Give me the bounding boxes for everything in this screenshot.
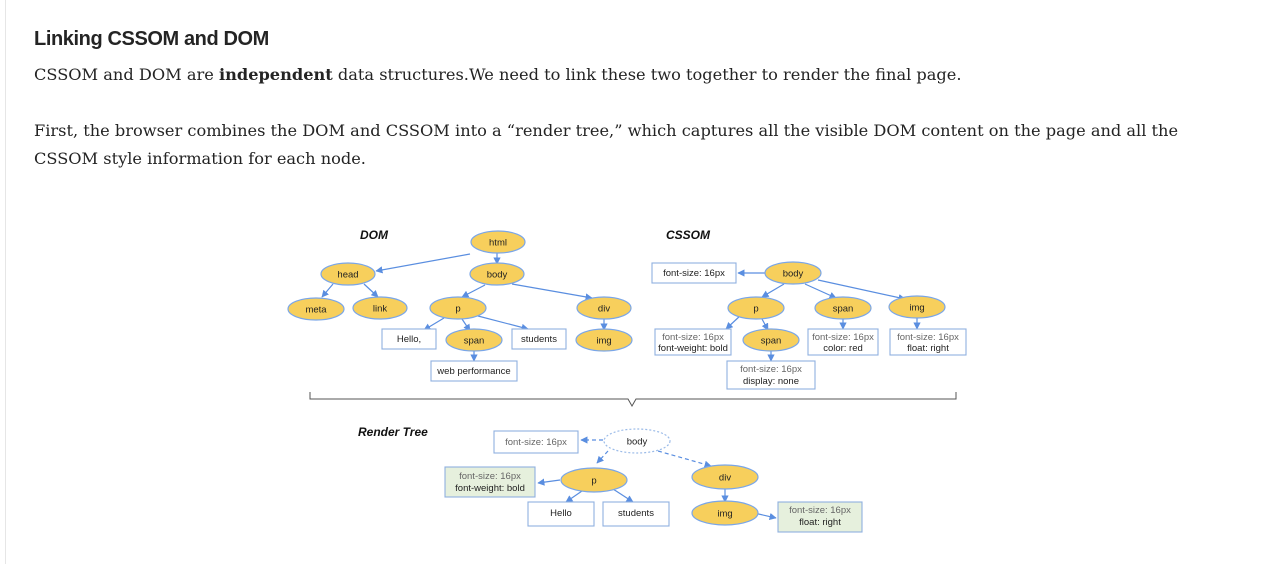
dom-node-div (576, 296, 632, 320)
section-heading: Linking CSSOM and DOM (34, 28, 269, 50)
svg-text:div: div (719, 473, 731, 484)
render-node-p (560, 467, 628, 493)
render-body-style (493, 430, 579, 454)
combine-brace (309, 392, 957, 408)
svg-text:img: img (717, 509, 732, 520)
paragraph-1-bold: independent (218, 65, 333, 84)
cssom-node-body (764, 261, 822, 285)
svg-text:font-weight: bold: font-weight: bold (455, 483, 525, 494)
cssom-p-style (654, 328, 732, 356)
left-rule (5, 0, 6, 564)
dom-node-html (470, 230, 526, 254)
render-text-students (602, 501, 670, 527)
svg-text:float: right: float: right (799, 517, 841, 528)
svg-text:div: div (598, 304, 610, 315)
svg-text:Hello: Hello (550, 508, 572, 519)
svg-text:html: html (489, 238, 507, 249)
svg-text:font-size: 16px: font-size: 16px (789, 505, 851, 516)
dom-text-web-performance (430, 360, 518, 382)
svg-text:link: link (373, 304, 388, 315)
dom-node-span (445, 328, 503, 352)
cssom-hidden-span-style (726, 360, 816, 390)
svg-text:head: head (337, 270, 358, 281)
render-node-img (691, 500, 759, 526)
svg-text:body: body (627, 437, 648, 448)
svg-text:body: body (783, 269, 804, 280)
cssom-title: CSSOM (666, 228, 711, 242)
svg-text:span: span (761, 336, 782, 347)
dom-node-img (575, 328, 633, 352)
render-node-body (603, 428, 671, 454)
svg-text:font-size: 16px: font-size: 16px (663, 268, 725, 279)
dom-text-hello (381, 328, 437, 350)
render-img-style (777, 501, 863, 533)
paragraph-1-text-b: data structures.We need to link these tw… (332, 65, 962, 84)
svg-text:meta: meta (305, 305, 327, 316)
svg-text:color: red: color: red (823, 343, 863, 354)
svg-text:font-size: 16px: font-size: 16px (459, 471, 521, 482)
dom-node-body (469, 262, 525, 286)
cssom-node-span-inner (742, 328, 800, 352)
dom-node-link (352, 296, 408, 320)
render-p-style (444, 466, 536, 498)
svg-text:font-size: 16px: font-size: 16px (505, 437, 567, 448)
render-node-div (691, 464, 759, 490)
dom-text-students (511, 328, 567, 350)
svg-text:Hello,: Hello, (397, 334, 421, 345)
svg-text:p: p (455, 304, 460, 315)
cssom-node-span (814, 296, 872, 320)
cssom-node-img (888, 295, 946, 319)
svg-text:web performance: web performance (436, 366, 510, 377)
svg-text:font-size: 16px: font-size: 16px (662, 332, 724, 343)
paragraph-1-text-a: CSSOM and DOM are (34, 65, 219, 84)
svg-text:students: students (521, 334, 557, 345)
svg-text:img: img (596, 336, 611, 347)
svg-text:span: span (833, 304, 854, 315)
svg-text:float: right: float: right (907, 343, 949, 354)
cssom-node-p (727, 296, 785, 320)
render-text-hello (527, 501, 595, 527)
svg-text:font-size: 16px: font-size: 16px (897, 332, 959, 343)
paragraph-1: CSSOM and DOM are independent data struc… (34, 61, 1224, 89)
cssom-img-style (889, 328, 967, 356)
svg-text:span: span (464, 336, 485, 347)
render-tree-title: Render Tree (358, 425, 428, 439)
svg-text:body: body (487, 270, 508, 281)
paragraph-2: First, the browser combines the DOM and … (34, 121, 1179, 168)
dom-node-meta (287, 297, 345, 321)
svg-text:display: none: display: none (743, 376, 799, 387)
svg-text:img: img (909, 303, 924, 314)
cssom-body-style (651, 262, 737, 284)
svg-text:students: students (618, 508, 654, 519)
svg-text:font-size: 16px: font-size: 16px (740, 364, 802, 375)
svg-text:font-size: 16px: font-size: 16px (812, 332, 874, 343)
dom-node-head (320, 262, 376, 286)
cssom-span-style (807, 328, 879, 356)
dom-node-p (429, 296, 487, 320)
svg-text:p: p (591, 476, 596, 487)
svg-text:p: p (753, 304, 758, 315)
dom-title: DOM (360, 228, 389, 242)
svg-text:font-weight: bold: font-weight: bold (658, 343, 728, 354)
